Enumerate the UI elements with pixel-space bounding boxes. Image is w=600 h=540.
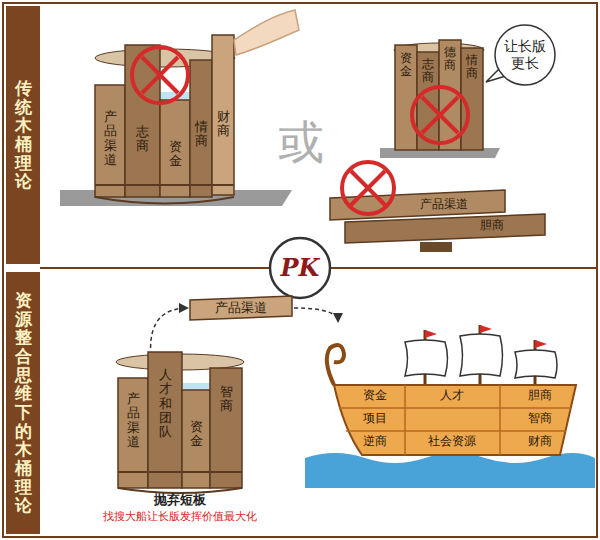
bucket-illustration: 产品渠道 志商资金情商财商 bbox=[90, 30, 240, 205]
ship-drawing-part bbox=[305, 453, 595, 488]
title-band: 资源整合思维下的木桶理论 bbox=[6, 272, 40, 534]
ship-drawing-part bbox=[405, 340, 448, 376]
ship-drawing-part bbox=[327, 345, 344, 385]
bucket-drawing-part bbox=[412, 87, 468, 143]
bucket-drawing bbox=[380, 40, 500, 158]
ship-drawing-part bbox=[480, 325, 492, 333]
ship-drawing-part bbox=[499, 385, 501, 455]
ship-drawing bbox=[305, 325, 595, 488]
plank-drawing bbox=[330, 162, 545, 252]
vertical-label: 资源整合思维下的木桶理论 bbox=[15, 291, 32, 515]
ship-drawing-part bbox=[346, 430, 566, 432]
bucket-drawing-part bbox=[422, 97, 458, 133]
vertical-label: 传统木桶理论 bbox=[15, 79, 32, 191]
bucket-drawing-part bbox=[234, 10, 299, 55]
divider bbox=[40, 267, 270, 269]
vertical-label: 财商 bbox=[217, 110, 230, 139]
vertical-label: 产品渠道 bbox=[127, 392, 140, 449]
plank-drawing-part bbox=[351, 171, 385, 205]
bucket-drawing-part bbox=[190, 60, 212, 197]
node-label: 资金 bbox=[363, 389, 387, 403]
plank: 产品渠道 bbox=[188, 294, 294, 322]
vertical-label: 人才和团队 bbox=[159, 368, 172, 439]
node-label: 抛弃短板 bbox=[154, 493, 206, 508]
node-label: 产品渠道 bbox=[420, 198, 468, 212]
bucket-drawing-part bbox=[148, 352, 182, 488]
plank-drawing-part bbox=[330, 190, 505, 220]
node-label: 逆商 bbox=[363, 435, 387, 449]
dashed-arrow bbox=[151, 308, 188, 348]
bucket-drawing-part bbox=[142, 57, 178, 93]
ship-illustration: 资金 人才 胆商项目逆商 社会资源 智商财商 bbox=[310, 322, 590, 492]
node-label: 财商 bbox=[528, 435, 552, 449]
ship-drawing-part bbox=[515, 350, 557, 378]
node-label: 智商 bbox=[528, 412, 552, 426]
bucket-drawing-part bbox=[142, 57, 178, 93]
vertical-label: 资金 bbox=[169, 140, 182, 169]
node-label: 让长版更长 bbox=[503, 38, 547, 73]
vertical-label: 资金 bbox=[400, 52, 412, 78]
node-label: PK bbox=[281, 254, 320, 282]
vertical-label: 产品渠道 bbox=[104, 110, 117, 167]
vertical-label: 智商 bbox=[220, 385, 233, 414]
plank-drawing-part bbox=[420, 242, 452, 252]
plank-drawing-part bbox=[342, 162, 394, 214]
bucket-drawing-part bbox=[95, 184, 234, 186]
bucket-drawing-part bbox=[182, 390, 210, 488]
node-label: 产品渠道 bbox=[215, 301, 267, 316]
node-label: 找搜大船让长版发挥价值最大化 bbox=[103, 511, 257, 524]
callout-bubble-shape bbox=[486, 25, 555, 85]
plank-drawing-part bbox=[351, 171, 385, 205]
bucket-drawing-part bbox=[95, 197, 234, 204]
bucket-drawing-part bbox=[160, 100, 190, 197]
ship-drawing-part bbox=[535, 340, 547, 348]
title-band: 传统木桶理论 bbox=[6, 6, 40, 264]
bucket-drawing-part bbox=[118, 471, 242, 473]
bucket-drawing-part bbox=[210, 368, 242, 488]
plank-shape bbox=[190, 296, 292, 320]
ship-drawing-part bbox=[334, 385, 576, 455]
ship-drawing-part bbox=[425, 330, 437, 338]
plank-pile: 产品渠道胆商 bbox=[325, 186, 550, 246]
dashed-arrow bbox=[294, 308, 338, 322]
logo-circle bbox=[270, 238, 330, 298]
frame bbox=[3, 3, 597, 537]
bucket-drawing-part bbox=[212, 35, 234, 195]
divider bbox=[330, 267, 597, 269]
vertical-label: 志商 bbox=[422, 58, 434, 84]
ship-drawing-part bbox=[404, 385, 406, 455]
bucket-drawing bbox=[116, 352, 244, 493]
bucket-drawing bbox=[60, 10, 299, 206]
ship-drawing-part bbox=[339, 407, 571, 409]
ship-drawing-part bbox=[460, 334, 503, 376]
callout-bubble: 让长版更长 bbox=[495, 25, 555, 85]
vertical-label: 志商 bbox=[136, 125, 149, 154]
vertical-label: 情商 bbox=[195, 120, 208, 149]
vertical-label: 德商 bbox=[444, 46, 456, 72]
vertical-label: 情商 bbox=[466, 54, 478, 80]
plank-drawing-part bbox=[345, 214, 545, 243]
bucket-drawing-part bbox=[422, 97, 458, 133]
node-label: 社会资源 bbox=[428, 435, 476, 449]
bucket-drawing-part bbox=[132, 47, 188, 103]
bucket-illustration: 资金志商德商情商 bbox=[390, 38, 490, 153]
bucket-illustration: 产品渠道人才和团队资金智商抛弃短板找搜大船让长版发挥价值最大化 bbox=[110, 348, 250, 528]
bucket-drawing-part bbox=[395, 45, 417, 150]
node-label: 胆商 bbox=[528, 389, 552, 403]
pk-logo: PK bbox=[270, 238, 330, 298]
node-label: 人才 bbox=[440, 389, 464, 403]
callout-bubble-shape-part bbox=[495, 25, 555, 85]
node-label: 项目 bbox=[363, 412, 387, 426]
bucket-drawing-part bbox=[95, 85, 125, 197]
vertical-label: 资金 bbox=[190, 420, 203, 449]
node-label: 胆商 bbox=[480, 219, 504, 233]
watermark-character: 或 bbox=[278, 112, 324, 174]
